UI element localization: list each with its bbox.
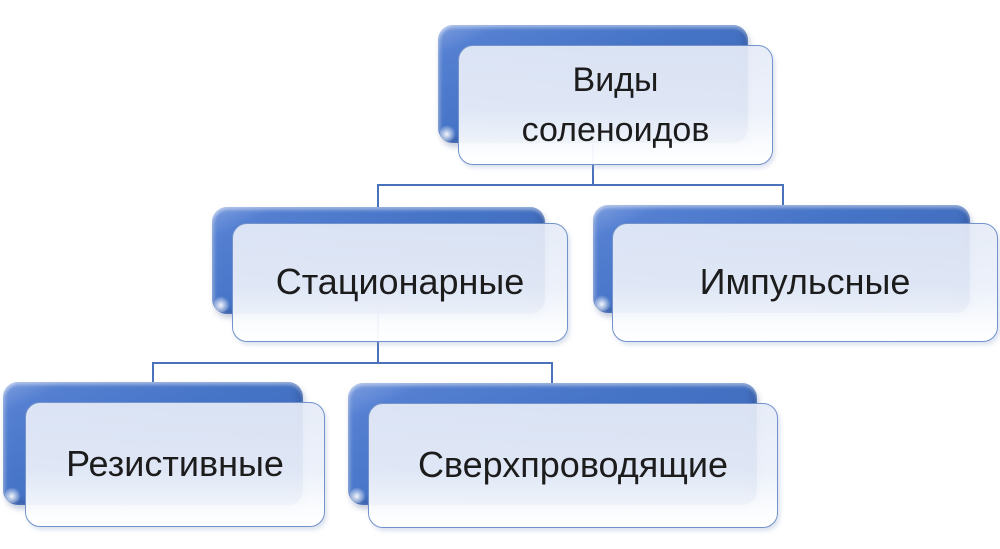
connector-drop-pulsed — [782, 184, 784, 210]
node-stationary-label: Стационарные — [275, 261, 525, 303]
connector-level1-horizontal — [378, 184, 784, 186]
connector-drop-stationary — [377, 184, 379, 212]
node-pulsed-label: Импульсные — [699, 261, 911, 303]
node-superconducting-label: Сверхпроводящие — [417, 444, 729, 486]
node-superconducting-card: Сверхпроводящие — [368, 403, 778, 528]
node-resistive-card: Резистивные — [25, 402, 325, 527]
connector-level2-horizontal — [152, 362, 553, 364]
node-root-card: Виды соленоидов — [458, 45, 773, 165]
connector-root-stem — [592, 144, 594, 186]
connector-drop-resistive — [152, 362, 154, 386]
node-resistive-label: Резистивные — [66, 443, 284, 485]
node-pulsed-card: Импульсные — [612, 223, 998, 342]
connector-drop-superconducting — [551, 362, 553, 388]
node-root-label: Виды соленоидов — [521, 61, 710, 149]
node-stationary-card: Стационарные — [232, 223, 568, 342]
